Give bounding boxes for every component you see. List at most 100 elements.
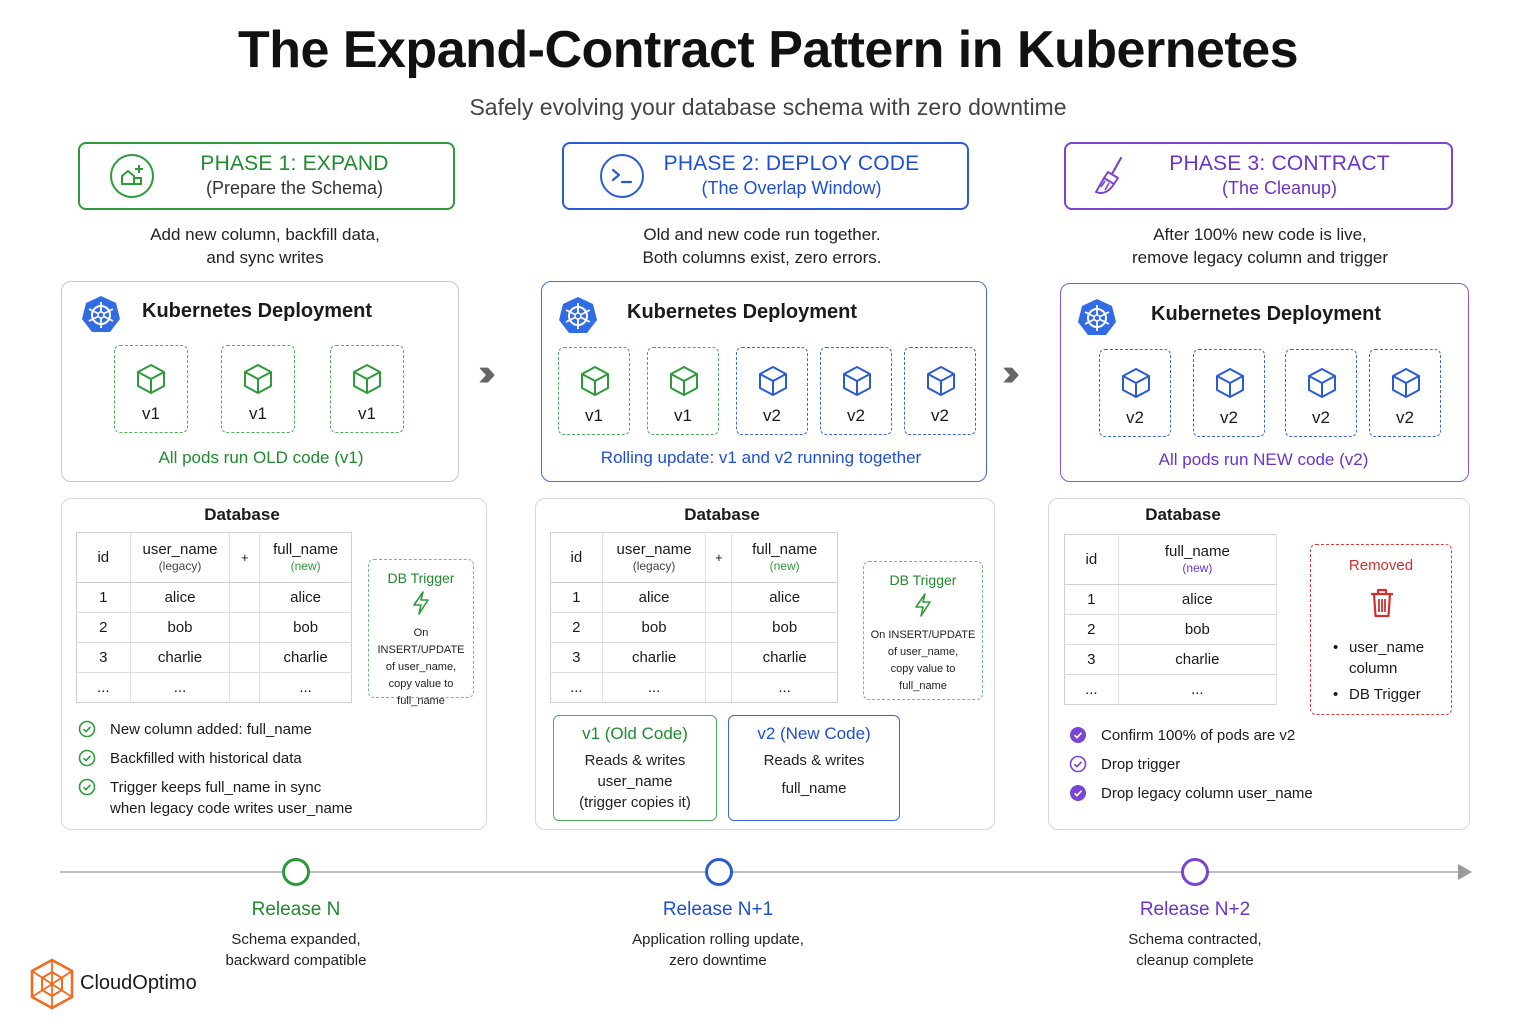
phase3-title: PHASE 3: CONTRACT: [1169, 152, 1390, 175]
cell: ...: [1117, 674, 1278, 705]
pod: v1: [221, 345, 295, 433]
v2-box-text: Reads & writes: [763, 752, 865, 769]
phase2-db-trigger: DB Trigger On INSERT/UPDATE of user_name…: [863, 561, 983, 700]
cell: bob: [731, 612, 838, 643]
col-new: full_name: [752, 540, 818, 558]
pod-version: v2: [1312, 408, 1330, 427]
v1-box-text: (trigger copies it): [579, 794, 691, 811]
check-item: Backfilled with historical data: [78, 748, 468, 769]
release-n-title: Release N: [251, 899, 341, 920]
phase3-deployment-card: Kubernetes Deployment v2 v2 v2 v2 All po…: [1060, 283, 1469, 482]
phase2-database-card: Database id user_name(legacy) + full_nam…: [535, 498, 995, 830]
col-new-note: (new): [1182, 560, 1213, 575]
phase1-deploy-footer: All pods run OLD code (v1): [158, 448, 364, 467]
trigger-text: On INSERT/UPDATE: [870, 629, 976, 641]
cell: 1: [76, 582, 131, 613]
brand-name: CloudOptimo: [80, 972, 197, 994]
phase1-subtitle: (Prepare the Schema): [205, 178, 384, 198]
cube-icon: [927, 366, 955, 396]
cell: ...: [259, 672, 352, 703]
phase2-desc-line2: Both columns exist, zero errors.: [642, 248, 882, 267]
check-circle-icon: [78, 749, 96, 767]
phase1-checklist: New column added: full_name Backfilled w…: [78, 719, 468, 827]
trash-icon: [1371, 588, 1393, 618]
phase3-subtitle: (The Cleanup): [1221, 178, 1338, 198]
cube-icon: [137, 364, 165, 394]
col-new: full_name: [273, 540, 339, 558]
cell: ...: [76, 672, 131, 703]
phase1-db-title: Database: [204, 505, 280, 524]
release-n1-title: Release N+1: [662, 899, 774, 920]
cube-icon: [1308, 368, 1336, 398]
v2-box-title: v2 (New Code): [757, 724, 871, 743]
phase1-deployment-card: Kubernetes Deployment v1 v1 v1 All pods …: [61, 281, 459, 482]
cube-icon: [843, 366, 871, 396]
phase1-desc-line2: and sync writes: [206, 248, 324, 267]
phase2-header: PHASE 2: DEPLOY CODE (The Overlap Window…: [562, 142, 969, 210]
add-schema-icon: [110, 154, 154, 198]
cube-icon: [581, 366, 609, 396]
phase1-desc-line1: Add new column, backfill data,: [150, 225, 380, 244]
pod: v2: [1285, 349, 1357, 437]
pod: v2: [904, 347, 976, 435]
phase1-title: PHASE 1: EXPAND: [200, 152, 389, 175]
removed-item: user_name column: [1333, 637, 1433, 679]
trigger-text: full_name: [899, 680, 947, 692]
check-circle-icon: [1070, 785, 1086, 801]
phase2-deployment-card: Kubernetes Deployment v1 v1 v2 v2 v2 Rol…: [541, 281, 987, 482]
pod: v1: [647, 347, 719, 435]
v1-old-code-box: v1 (Old Code) Reads & writes user_name (…: [553, 715, 717, 821]
pod: v2: [736, 347, 808, 435]
kubernetes-icon: [559, 297, 597, 333]
phase1-database-card: Database id user_name(legacy) + full_nam…: [61, 498, 487, 830]
trigger-text: of user_name,: [385, 661, 457, 673]
release-n1-desc: Application rolling update, zero downtim…: [632, 931, 804, 969]
cell: charlie: [601, 642, 707, 673]
release-n-desc: Schema expanded, backward compatible: [225, 931, 367, 969]
cell: ...: [550, 672, 603, 703]
col-new-note: (new): [290, 558, 321, 573]
lightning-icon: [413, 591, 429, 615]
col-legacy: user_name: [616, 540, 692, 558]
cell: charlie: [259, 642, 352, 673]
cell: charlie: [129, 642, 231, 673]
trigger-text: full_name: [397, 695, 445, 707]
phase3-deploy-title: Kubernetes Deployment: [1151, 303, 1382, 325]
cloudoptimo-logo-icon: [30, 958, 74, 1010]
timeline-node-release-n2: [1181, 858, 1209, 886]
plus-sign: +: [229, 532, 261, 583]
col-id: id: [1085, 550, 1098, 568]
trigger-title: DB Trigger: [889, 572, 957, 588]
cell: alice: [1117, 584, 1278, 615]
removed-items-box: Removed user_name column DB Trigger: [1310, 544, 1452, 715]
pod: v1: [114, 345, 188, 433]
table-row: ......: [1064, 674, 1278, 705]
cell: bob: [129, 612, 231, 643]
phase2-title: PHASE 2: DEPLOY CODE: [663, 152, 920, 175]
table-header-row: id full_name(new): [1064, 534, 1278, 585]
check-circle-icon: [1069, 755, 1087, 773]
pod: v2: [1193, 349, 1265, 437]
table-header-row: id user_name(legacy) + full_name(new): [550, 532, 838, 583]
cell: alice: [129, 582, 231, 613]
cell: bob: [259, 612, 352, 643]
phase2-description: Old and new code run together. Both colu…: [566, 223, 958, 269]
phase3-db-title: Database: [1145, 505, 1221, 524]
v1-box-text: user_name: [597, 773, 673, 790]
v2-box-text: full_name: [781, 780, 847, 797]
phase3-description: After 100% new code is live, remove lega…: [1060, 223, 1460, 269]
check-item: Confirm 100% of pods are v2: [1069, 725, 1459, 746]
broom-icon: [1095, 156, 1123, 194]
timeline-node-release-n1: [705, 858, 733, 886]
check-item: New column added: full_name: [78, 719, 468, 740]
phase1-db-trigger: DB Trigger On INSERT/UPDATE of user_name…: [368, 559, 474, 707]
